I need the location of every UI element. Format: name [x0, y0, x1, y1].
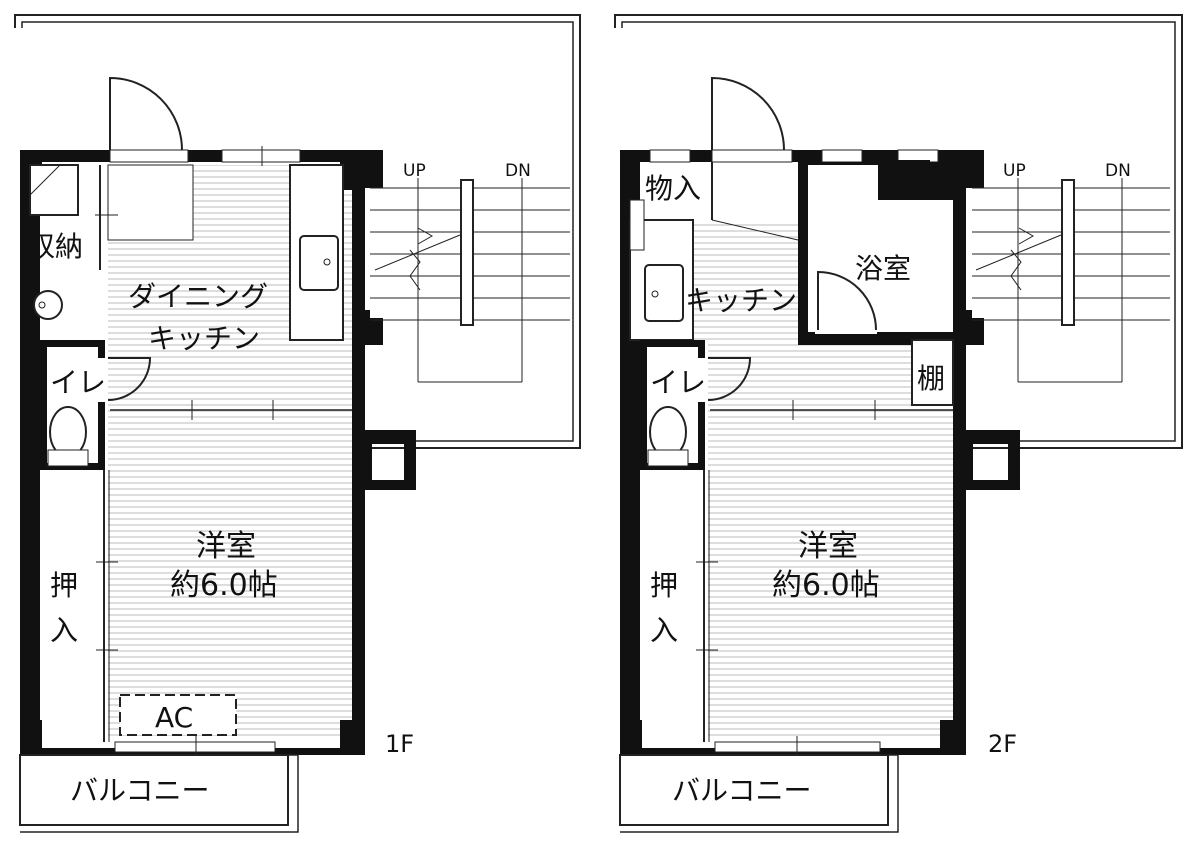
- deck-outline-1f: [14, 14, 581, 449]
- kitchen-sink-icon-2f: [644, 264, 684, 322]
- floor-1: UP DN 収納 ダイニング キッチン トイレ 洋室 約6.0帖 押 入 AC …: [14, 14, 581, 833]
- toilet-walls-1f: [40, 340, 105, 470]
- bath-door-2f: [817, 270, 877, 331]
- room-label-1f: 洋室: [196, 529, 256, 564]
- toilet-door-1f: [107, 357, 152, 401]
- room-size-label-2f: 約6.0帖: [772, 568, 880, 603]
- toilet-label-1f: トイレ: [22, 366, 106, 399]
- floor-2: UP DN 物入 キッチン 浴室 棚 トイレ 洋室 約6.0帖 押 入 バルコニ…: [614, 14, 1183, 833]
- room-label-2f: 洋室: [798, 529, 858, 564]
- balcony-1f: [19, 754, 289, 826]
- closet-label-2f: 押: [650, 569, 678, 602]
- deck-outline-2f: [614, 14, 1183, 449]
- balcony-label-2f: バルコニー: [672, 774, 811, 807]
- dining-kitchen-label2-1f: キッチン: [148, 322, 260, 355]
- ac-unit-1f: [119, 694, 237, 736]
- toilet-walls-2f: [640, 340, 705, 470]
- kitchen-floor-2f: [693, 220, 798, 340]
- bath-label-2f: 浴室: [855, 252, 911, 285]
- room-size-label-1f: 約6.0帖: [170, 568, 278, 603]
- closet-label2-2f: 入: [650, 614, 678, 647]
- toilet-door-2f: [707, 357, 752, 401]
- shelf-2f: [911, 339, 954, 406]
- closet-label2-1f: 入: [50, 614, 78, 647]
- room-floor-2f: [708, 405, 953, 740]
- balcony-label-1f: バルコニー: [70, 774, 209, 807]
- storage-label-1f: 収納: [27, 230, 83, 263]
- floor-label-1f: 1F: [385, 730, 414, 758]
- closet-label-1f: 押: [50, 569, 78, 602]
- storage-box-1f: [29, 164, 79, 216]
- stair-up-label-2f: UP: [1003, 161, 1026, 181]
- shelf-label-2f: 棚: [917, 362, 945, 395]
- basin-icon-1f: [33, 290, 63, 320]
- kitchen-sink-icon-1f: [299, 235, 339, 291]
- dining-kitchen-label-1f: ダイニング: [128, 280, 268, 313]
- ac-label-1f: AC: [155, 701, 193, 734]
- stair-down-label-1f: DN: [505, 161, 531, 181]
- entry-door-2f: [711, 76, 785, 151]
- staircase-1f: [370, 178, 570, 383]
- toilet-label-2f: トイレ: [622, 366, 706, 399]
- staircase-2f: [972, 178, 1170, 383]
- entry-door-1f: [109, 76, 183, 151]
- stair-down-label-2f: DN: [1105, 161, 1131, 181]
- stair-up-label-1f: UP: [403, 161, 426, 181]
- storage-label-2f: 物入: [645, 172, 701, 205]
- kitchen-label-2f: キッチン: [685, 284, 797, 317]
- balcony-2f: [619, 754, 889, 826]
- floor-label-2f: 2F: [988, 730, 1017, 758]
- room-floor-1f: [108, 405, 353, 740]
- hall-floor-2f: [708, 340, 913, 405]
